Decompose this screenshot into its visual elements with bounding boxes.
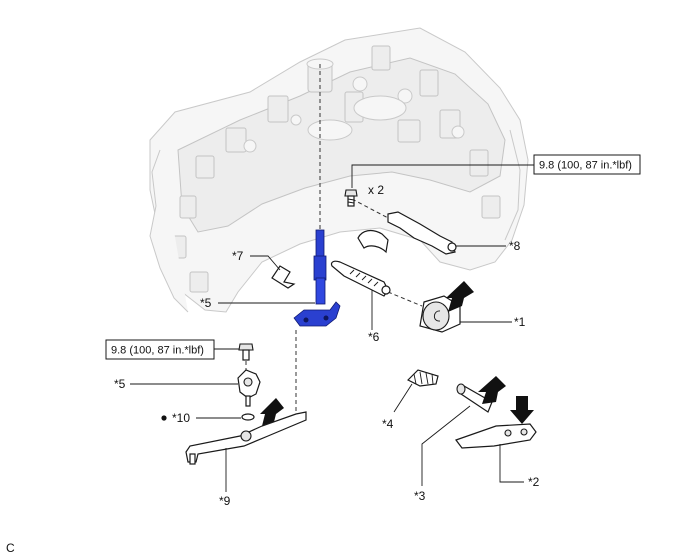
small-bolt: [238, 343, 254, 361]
torque-spec-box-lower: 9.8 (100, 87 in.*lbf): [105, 339, 215, 360]
torque-spec-upper-text: 9.8 (100, 87 in.*lbf): [539, 160, 632, 172]
alignment-line-pin: [387, 291, 423, 307]
arrow-pointer-part-2: [510, 396, 534, 424]
part-2-detent-lever: [455, 423, 537, 449]
callout-2-leader: [499, 444, 524, 483]
manual-valve-shaft-highlighted: [293, 229, 341, 327]
part-8-bracket: [357, 211, 457, 255]
callout-10: *10: [172, 411, 190, 425]
callout-3: *3: [414, 489, 426, 503]
part-5-lower-plate: [237, 369, 261, 407]
bolt-x2: [344, 189, 358, 207]
torque-spec-box-upper: 9.8 (100, 87 in.*lbf): [533, 154, 641, 175]
callout-4-leader: [393, 383, 413, 413]
alignment-line-bolt: [351, 198, 393, 221]
callout-2: *2: [528, 475, 540, 489]
torque-spec-lower-text: 9.8 (100, 87 in.*lbf): [111, 345, 204, 357]
callout-4: *4: [382, 417, 394, 431]
figure-code: C: [6, 541, 15, 555]
quantity-note: x 2: [368, 183, 384, 197]
callout-7-leader: [250, 255, 281, 271]
callout-5-upper: *5: [200, 296, 212, 310]
part-4-spring: [406, 369, 439, 387]
callout-5-lower: *5: [114, 377, 126, 391]
callout-3-leader: [421, 405, 471, 486]
part-9-lever: [185, 411, 307, 465]
arrow-pointer-part-10: [260, 398, 284, 426]
part-6-rod: [330, 260, 391, 297]
callout-1: *1: [514, 315, 526, 329]
part-7-clip: [271, 265, 296, 289]
callout-8: *8: [509, 239, 521, 253]
arrow-pointer-part-1: [446, 281, 474, 312]
arrow-pointer-part-3: [478, 376, 506, 404]
callout-6: *6: [368, 330, 380, 344]
callout-7: *7: [232, 249, 244, 263]
callout-9: *9: [219, 494, 231, 508]
torque-leader-upper: [351, 164, 534, 188]
part-10-o-ring: [241, 413, 255, 421]
non-reusable-dot: [161, 415, 167, 421]
